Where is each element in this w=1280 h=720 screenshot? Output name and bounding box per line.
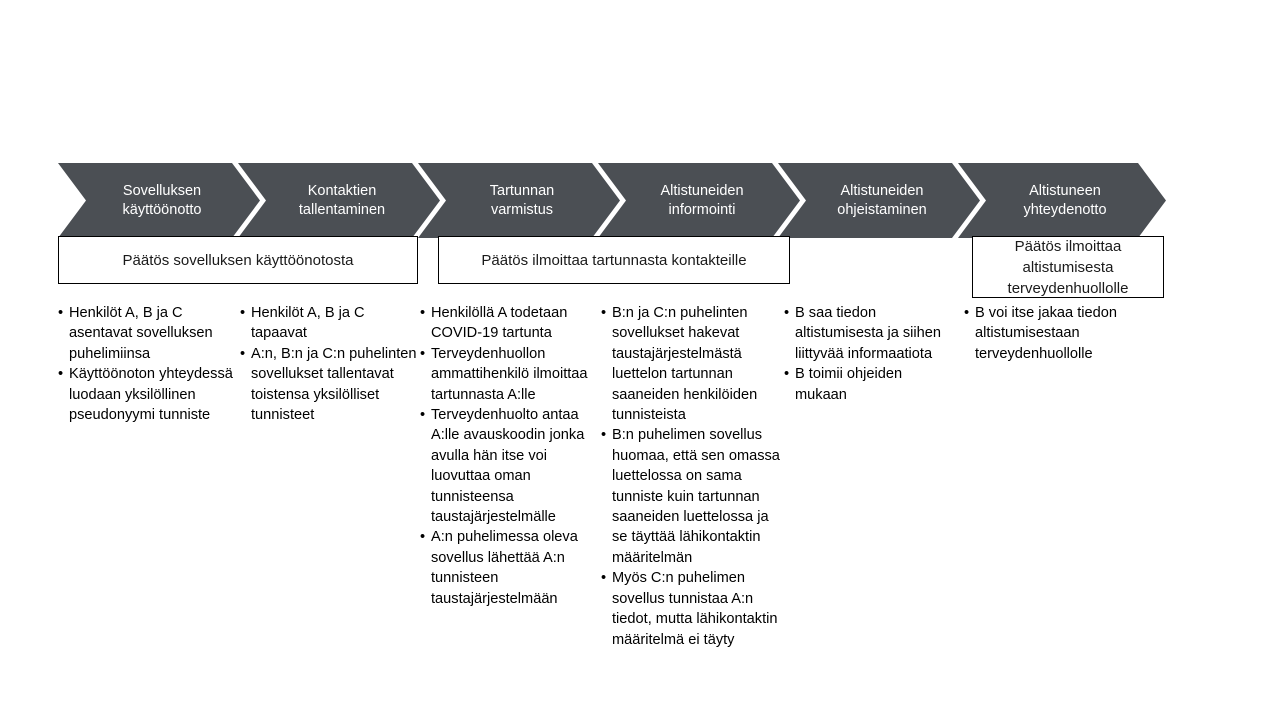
process-step-2-label: Kontaktien tallentaminen [298, 182, 386, 218]
list-item: Henkilöt A, B ja C tapaavat [240, 303, 420, 344]
bullet-column-1: Henkilöt A, B ja C asentavat sovelluksen… [58, 303, 233, 425]
list-item: B:n ja C:n puhelinten sovellukset hakeva… [601, 303, 781, 425]
list-item: A:n puhelimessa oleva sovellus lähettää … [420, 527, 598, 609]
process-step-3-label: Tartunnan varmistus [489, 182, 555, 218]
list-item: Terveydenhuolto antaa A:lle avauskoodin … [420, 405, 598, 527]
decision-box-app-adoption[interactable]: Päätös sovelluksen käyttöönotosta [58, 236, 418, 284]
process-step-6[interactable]: Altistuneen yhteydenotto [958, 163, 1166, 238]
process-step-2[interactable]: Kontaktien tallentaminen [238, 163, 440, 238]
list-item: B:n puhelimen sovellus huomaa, että sen … [601, 425, 781, 568]
list-item: Myös C:n puhelimen sovellus tunnistaa A:… [601, 568, 781, 650]
bullet-list-6: B voi itse jakaa tiedon altistumisestaan… [964, 303, 1132, 364]
list-item: Henkilöllä A todetaan COVID-19 tartunta [420, 303, 598, 344]
decision-box-notify-contacts[interactable]: Päätös ilmoittaa tartunnasta kontakteill… [438, 236, 790, 284]
bullet-column-4: B:n ja C:n puhelinten sovellukset hakeva… [601, 303, 781, 650]
decision-box-notify-contacts-label: Päätös ilmoittaa tartunnasta kontakteill… [481, 251, 747, 269]
bullet-column-5: B saa tiedon altistumisesta ja siihen li… [784, 303, 954, 405]
list-item: B saa tiedon altistumisesta ja siihen li… [784, 303, 954, 364]
bullet-list-1: Henkilöt A, B ja C asentavat sovelluksen… [58, 303, 233, 425]
process-step-4-label: Altistuneiden informointi [660, 182, 744, 218]
process-step-3[interactable]: Tartunnan varmistus [418, 163, 620, 238]
bullet-list-5: B saa tiedon altistumisesta ja siihen li… [784, 303, 954, 405]
process-step-1-label: Sovelluksen käyttöönotto [122, 182, 202, 218]
list-item: A:n, B:n ja C:n puhelinten sovellukset t… [240, 344, 420, 426]
process-step-1[interactable]: Sovelluksen käyttöönotto [58, 163, 260, 238]
process-step-5-label: Altistuneiden ohjeistaminen [837, 182, 927, 218]
list-item: Henkilöt A, B ja C asentavat sovelluksen… [58, 303, 233, 364]
process-step-4[interactable]: Altistuneiden informointi [598, 163, 800, 238]
bullet-column-3: Henkilöllä A todetaan COVID-19 tartunta … [420, 303, 598, 609]
decision-box-app-adoption-label: Päätös sovelluksen käyttöönotosta [122, 251, 354, 269]
process-step-5[interactable]: Altistuneiden ohjeistaminen [778, 163, 980, 238]
bullet-list-3: Henkilöllä A todetaan COVID-19 tartunta … [420, 303, 598, 609]
bullet-list-2: Henkilöt A, B ja C tapaavat A:n, B:n ja … [240, 303, 420, 425]
decision-box-notify-healthcare[interactable]: Päätös ilmoittaa altistumisesta terveyde… [972, 236, 1164, 298]
decision-box-notify-healthcare-label: Päätös ilmoittaa altistumisesta terveyde… [1007, 237, 1129, 297]
list-item: B voi itse jakaa tiedon altistumisestaan… [964, 303, 1132, 364]
list-item: B toimii ohjeiden mukaan [784, 364, 954, 405]
process-step-6-label: Altistuneen yhteydenotto [1023, 182, 1107, 218]
bullet-column-6: B voi itse jakaa tiedon altistumisestaan… [964, 303, 1132, 364]
bullet-list-4: B:n ja C:n puhelinten sovellukset hakeva… [601, 303, 781, 650]
process-flow-band: Sovelluksen käyttöönotto Kontaktien tall… [58, 163, 1166, 238]
list-item: Käyttöönoton yhteydessä luodaan yksilöll… [58, 364, 233, 425]
bullet-column-2: Henkilöt A, B ja C tapaavat A:n, B:n ja … [240, 303, 420, 425]
list-item: Terveydenhuollon ammattihenkilö ilmoitta… [420, 344, 598, 405]
